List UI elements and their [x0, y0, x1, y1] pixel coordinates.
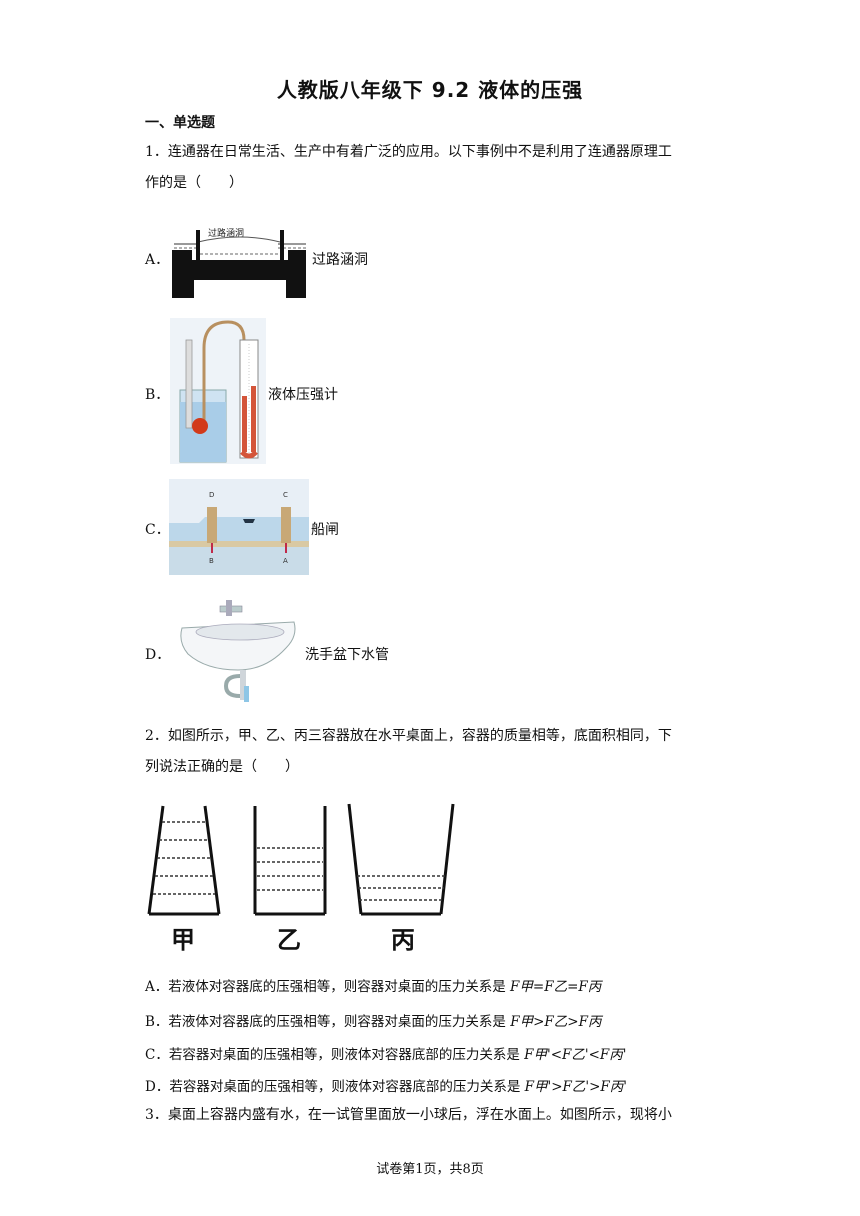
option-d-text: 洗手盆下水管 [305, 647, 389, 663]
label-jia: 甲 [171, 926, 195, 954]
question-3: 3．桌面上容器内盛有水，在一试管里面放一小球后，浮在水面上。如图所示，现将小 [145, 1100, 725, 1131]
choice-c: C．若容器对桌面的压强相等，则液体对容器底部的压力关系是 F甲'<F乙'<F丙' [145, 1043, 627, 1063]
option-b-letter: B． [145, 387, 170, 403]
lock-label-a: A [283, 557, 288, 565]
choice-a: A．若液体对容器底的压强相等，则容器对桌面的压力关系是 F甲=F乙=F丙 [145, 975, 601, 995]
ship-lock-figure: D C B A [169, 479, 309, 575]
choice-d-math: F甲'>F乙'>F丙' [524, 1079, 627, 1095]
container-jia [147, 805, 221, 916]
container-bing [347, 803, 455, 916]
lock-label-d: D [209, 491, 214, 499]
choice-a-math: F甲=F乙=F丙 [510, 979, 602, 995]
label-bing: 丙 [391, 926, 415, 954]
choice-d: D．若容器对桌面的压强相等，则液体对容器底部的压力关系是 F甲'>F乙'>F丙' [145, 1075, 627, 1095]
containers-figure: 甲 乙 丙 [147, 803, 455, 954]
page-footer: 试卷第1页，共8页 [376, 1162, 484, 1177]
choice-c-text: C．若容器对桌面的压强相等，则液体对容器底部的压力关系是 [145, 1047, 520, 1063]
container-yi [253, 806, 327, 916]
culvert-figure: 过路涵洞 [172, 227, 306, 298]
question-1-line-2: 作的是（ ） [145, 175, 243, 191]
choice-a-text: A．若液体对容器底的压强相等，则容器对桌面的压力关系是 [145, 979, 506, 995]
label-yi: 乙 [277, 926, 301, 954]
option-b-text: 液体压强计 [268, 387, 338, 403]
question-1: 1．连通器在日常生活、生产中有着广泛的应用。以下事例中不是利用了连通器原理工 作… [145, 137, 725, 199]
pressure-gauge-figure [170, 318, 266, 464]
question-3-line-1: 3．桌面上容器内盛有水，在一试管里面放一小球后，浮在水面上。如图所示，现将小 [145, 1107, 672, 1123]
choice-b-math: F甲>F乙>F丙 [510, 1014, 602, 1030]
option-a-text: 过路涵洞 [312, 252, 368, 268]
option-c-text: 船闸 [311, 522, 339, 538]
page-title: 人教版八年级下 9.2 液体的压强 [276, 78, 584, 102]
lock-label-b: B [209, 557, 214, 565]
washbasin-figure [180, 600, 296, 702]
option-c-letter: C． [145, 522, 170, 538]
choice-c-math: F甲'<F乙'<F丙' [524, 1047, 627, 1063]
question-2: 2．如图所示，甲、乙、丙三容器放在水平桌面上，容器的质量相等，底面积相同，下 列… [145, 721, 725, 783]
question-2-line-1: 2．如图所示，甲、乙、丙三容器放在水平桌面上，容器的质量相等，底面积相同，下 [145, 728, 672, 744]
lock-label-c: C [283, 491, 288, 499]
option-d-letter: D． [145, 647, 171, 663]
choice-d-text: D．若容器对桌面的压强相等，则液体对容器底部的压力关系是 [145, 1079, 521, 1095]
culvert-label: 过路涵洞 [208, 227, 244, 239]
option-a-letter: A． [145, 252, 170, 268]
choice-b: B．若液体对容器底的压强相等，则容器对桌面的压力关系是 F甲>F乙>F丙 [145, 1010, 601, 1030]
choice-b-text: B．若液体对容器底的压强相等，则容器对桌面的压力关系是 [145, 1014, 506, 1030]
question-1-line-1: 1．连通器在日常生活、生产中有着广泛的应用。以下事例中不是利用了连通器原理工 [145, 144, 672, 160]
question-2-line-2: 列说法正确的是（ ） [145, 759, 299, 775]
section-heading: 一、单选题 [145, 115, 215, 131]
